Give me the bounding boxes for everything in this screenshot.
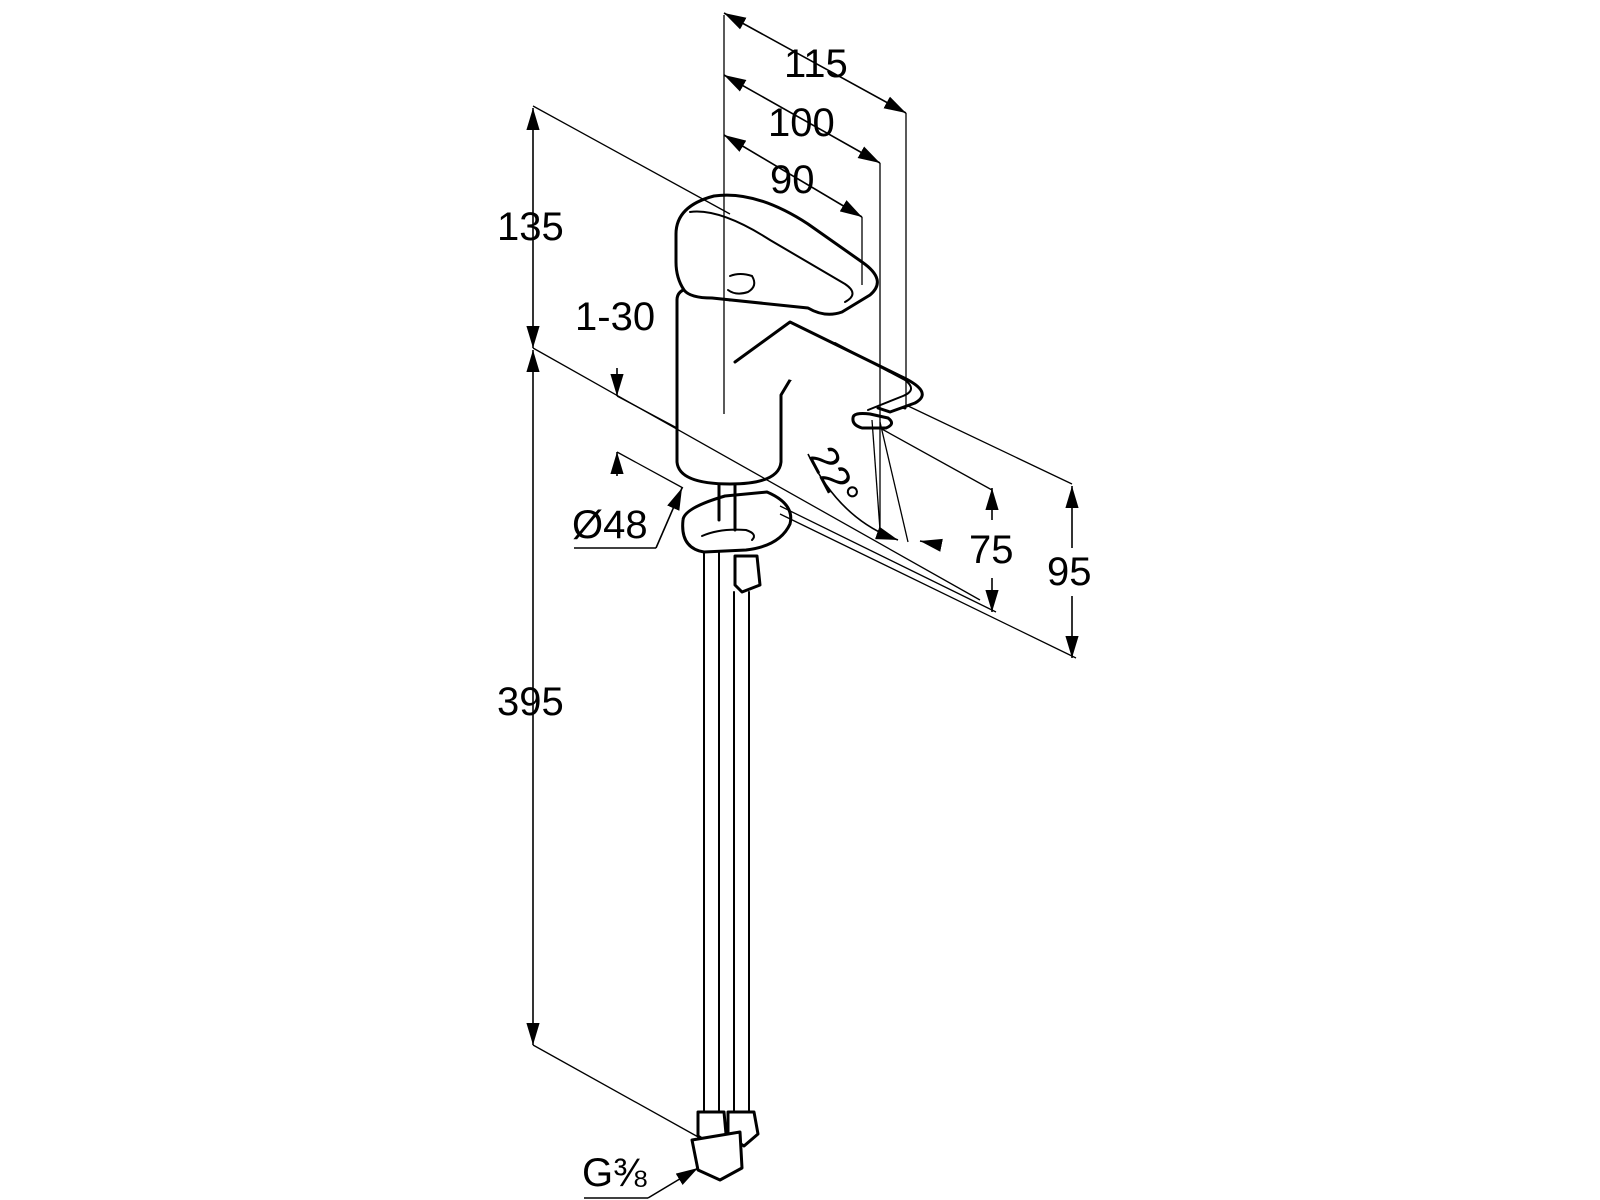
dim-label-135: 135 [497, 205, 564, 249]
hose-nut [690, 1130, 744, 1182]
faucet-body [675, 286, 924, 486]
spout [733, 320, 924, 414]
dim-label-115: 115 [784, 42, 848, 86]
lever-handle [674, 193, 879, 316]
dim-label-395: 395 [497, 680, 564, 724]
dim-label-diameter: Ø48 [572, 503, 648, 547]
dim-label-75: 75 [969, 528, 1014, 572]
dim-line-90 [723, 134, 863, 218]
mounting-nut [733, 554, 762, 594]
dimension-geometry [526, 12, 1079, 1199]
dim-label-1-30: 1-30 [575, 295, 655, 339]
dim-label-thread: G⅜ [582, 1151, 647, 1195]
dim-label-90: 90 [770, 158, 815, 202]
mounting-base [681, 482, 793, 594]
supply-hoses [690, 551, 760, 1182]
dim-label-100: 100 [768, 101, 835, 145]
dim-label-95: 95 [1047, 550, 1092, 594]
dim-label-angle: 22° [800, 440, 867, 514]
